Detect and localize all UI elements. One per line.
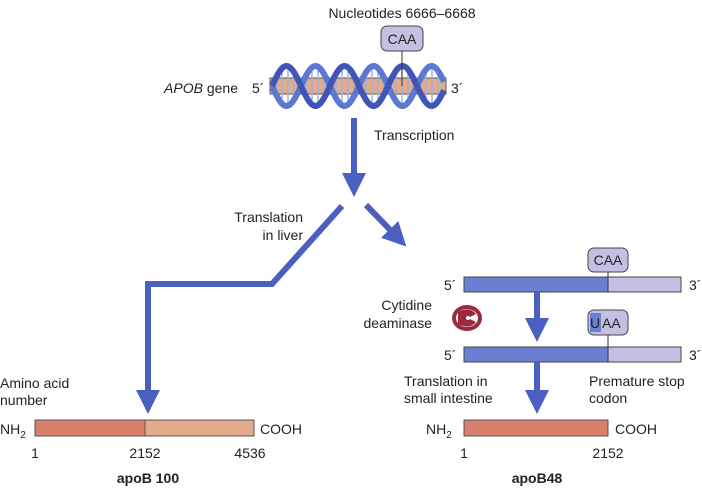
edited-mrna-3prime: 3´	[689, 347, 701, 363]
nucleotides-label: Nucleotides 6666–6668	[328, 5, 475, 21]
axis-label-1: Amino acid	[0, 375, 69, 391]
gene-5prime: 5´	[252, 80, 264, 96]
edited-mrna-bar-downstream	[607, 346, 682, 363]
apob100-cterm: COOH	[260, 421, 302, 437]
apob100-bar-nterm-half	[34, 419, 146, 437]
apob48-name: apoB48	[512, 470, 563, 486]
edited-base-highlight	[590, 313, 601, 332]
apob100-nterm: NH2	[0, 421, 26, 441]
enzyme-label-2: deaminase	[364, 315, 433, 331]
edited-mrna-5prime: 5´	[444, 347, 456, 363]
mrna-bar-downstream	[607, 276, 682, 293]
apob100-pos-start: 1	[31, 445, 39, 461]
apob100-bar-cterm-half	[144, 419, 255, 437]
liver-translation-arrow	[136, 203, 345, 414]
gene-3prime: 3´	[451, 80, 463, 96]
edited-mrna-bar-coding	[463, 346, 609, 363]
axis-label-2: number	[0, 392, 48, 408]
edited-base: U	[590, 315, 600, 331]
mrna-5prime: 5´	[444, 277, 456, 293]
stop-label-1: Premature stop	[589, 373, 685, 389]
apob100-pos-end: 4536	[234, 445, 265, 461]
stop-label-2: codon	[589, 390, 627, 406]
apob48-bar	[463, 419, 609, 437]
apob100-pos-mid: 2152	[129, 445, 160, 461]
apob48-nterm: NH2	[426, 421, 452, 441]
edited-codon-rest: AA	[602, 315, 621, 331]
transcription-label: Transcription	[374, 127, 454, 143]
intestine-branch-arrow	[363, 202, 407, 247]
cytidine-deaminase-icon	[452, 305, 482, 331]
enzyme-label-1: Cytidine	[381, 297, 432, 313]
liver-label-1: Translation	[234, 209, 303, 225]
codon-mrna: CAA	[594, 252, 623, 268]
liver-label-2: in liver	[263, 227, 304, 243]
dna-helix-icon	[269, 62, 447, 110]
apob48-pos-end: 2152	[592, 445, 623, 461]
apob48-cterm: COOH	[615, 421, 657, 437]
codon-gene: CAA	[388, 31, 417, 47]
gene-label: APOB gene	[163, 80, 238, 96]
apob48-pos-start: 1	[460, 445, 468, 461]
intestine-label-1: Translation in	[404, 373, 488, 389]
mrna-bar-coding	[463, 276, 609, 293]
dna-strand	[269, 62, 447, 110]
apob100-name: apoB 100	[117, 470, 179, 486]
mrna-3prime: 3´	[689, 277, 701, 293]
intestine-label-2: small intestine	[404, 390, 493, 406]
